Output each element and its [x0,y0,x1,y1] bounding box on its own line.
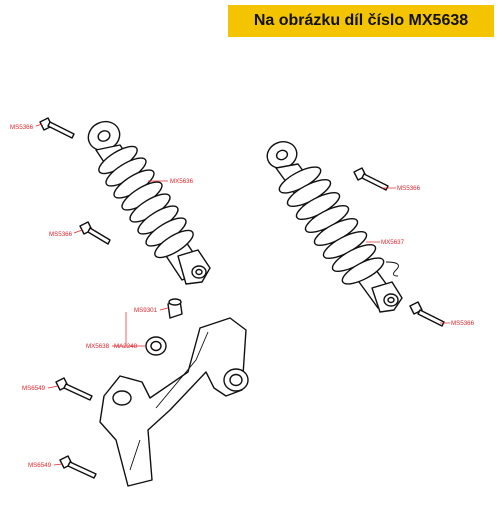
label-mx5638[interactable]: MX5638 [86,343,110,350]
leader-lines [35,123,450,466]
label-ms6549-upper[interactable]: MS6549 [22,385,46,392]
label-ms6549-lower[interactable]: MS6549 [28,462,52,469]
label-ms5366-top-left[interactable]: MS5366 [10,124,34,131]
right-shock-absorber[interactable] [263,138,403,313]
bolt-ms6549-lower[interactable] [59,455,97,479]
label-ms5366-lower-right[interactable]: MS5366 [451,320,475,327]
bolt-ms5366-lower-right[interactable] [409,301,445,327]
left-spring-coils [98,145,194,259]
label-mx5637[interactable]: MX5637 [381,239,405,246]
rear-bracket[interactable] [99,317,249,487]
part-number-banner: Na obrázku díl číslo MX5638 [228,5,494,37]
bearing-ma2248[interactable] [145,336,167,356]
banner-text: Na obrázku díl číslo MX5638 [253,12,469,29]
label-ms9301[interactable]: MS9301 [134,307,158,314]
part-labels: MS5366 MX5636 MS5366 MS5366 MX5637 MS536… [10,124,475,469]
bolt-ms6549-upper[interactable] [55,377,93,401]
right-spring-coils [278,166,385,285]
spacer-ms9301[interactable] [167,298,183,319]
label-mx5636[interactable]: MX5636 [170,178,194,185]
bolt-ms5366-top-left[interactable] [39,117,75,139]
left-shock-absorber[interactable] [84,117,211,285]
label-ms5366-upper-right[interactable]: MS5366 [397,185,421,192]
label-ma2248[interactable]: MA2248 [114,343,138,350]
bolt-ms5366-upper-right[interactable] [353,167,389,191]
bolt-ms5366-mid-left[interactable] [79,221,111,245]
label-ms5366-mid-left[interactable]: MS5366 [49,231,73,238]
